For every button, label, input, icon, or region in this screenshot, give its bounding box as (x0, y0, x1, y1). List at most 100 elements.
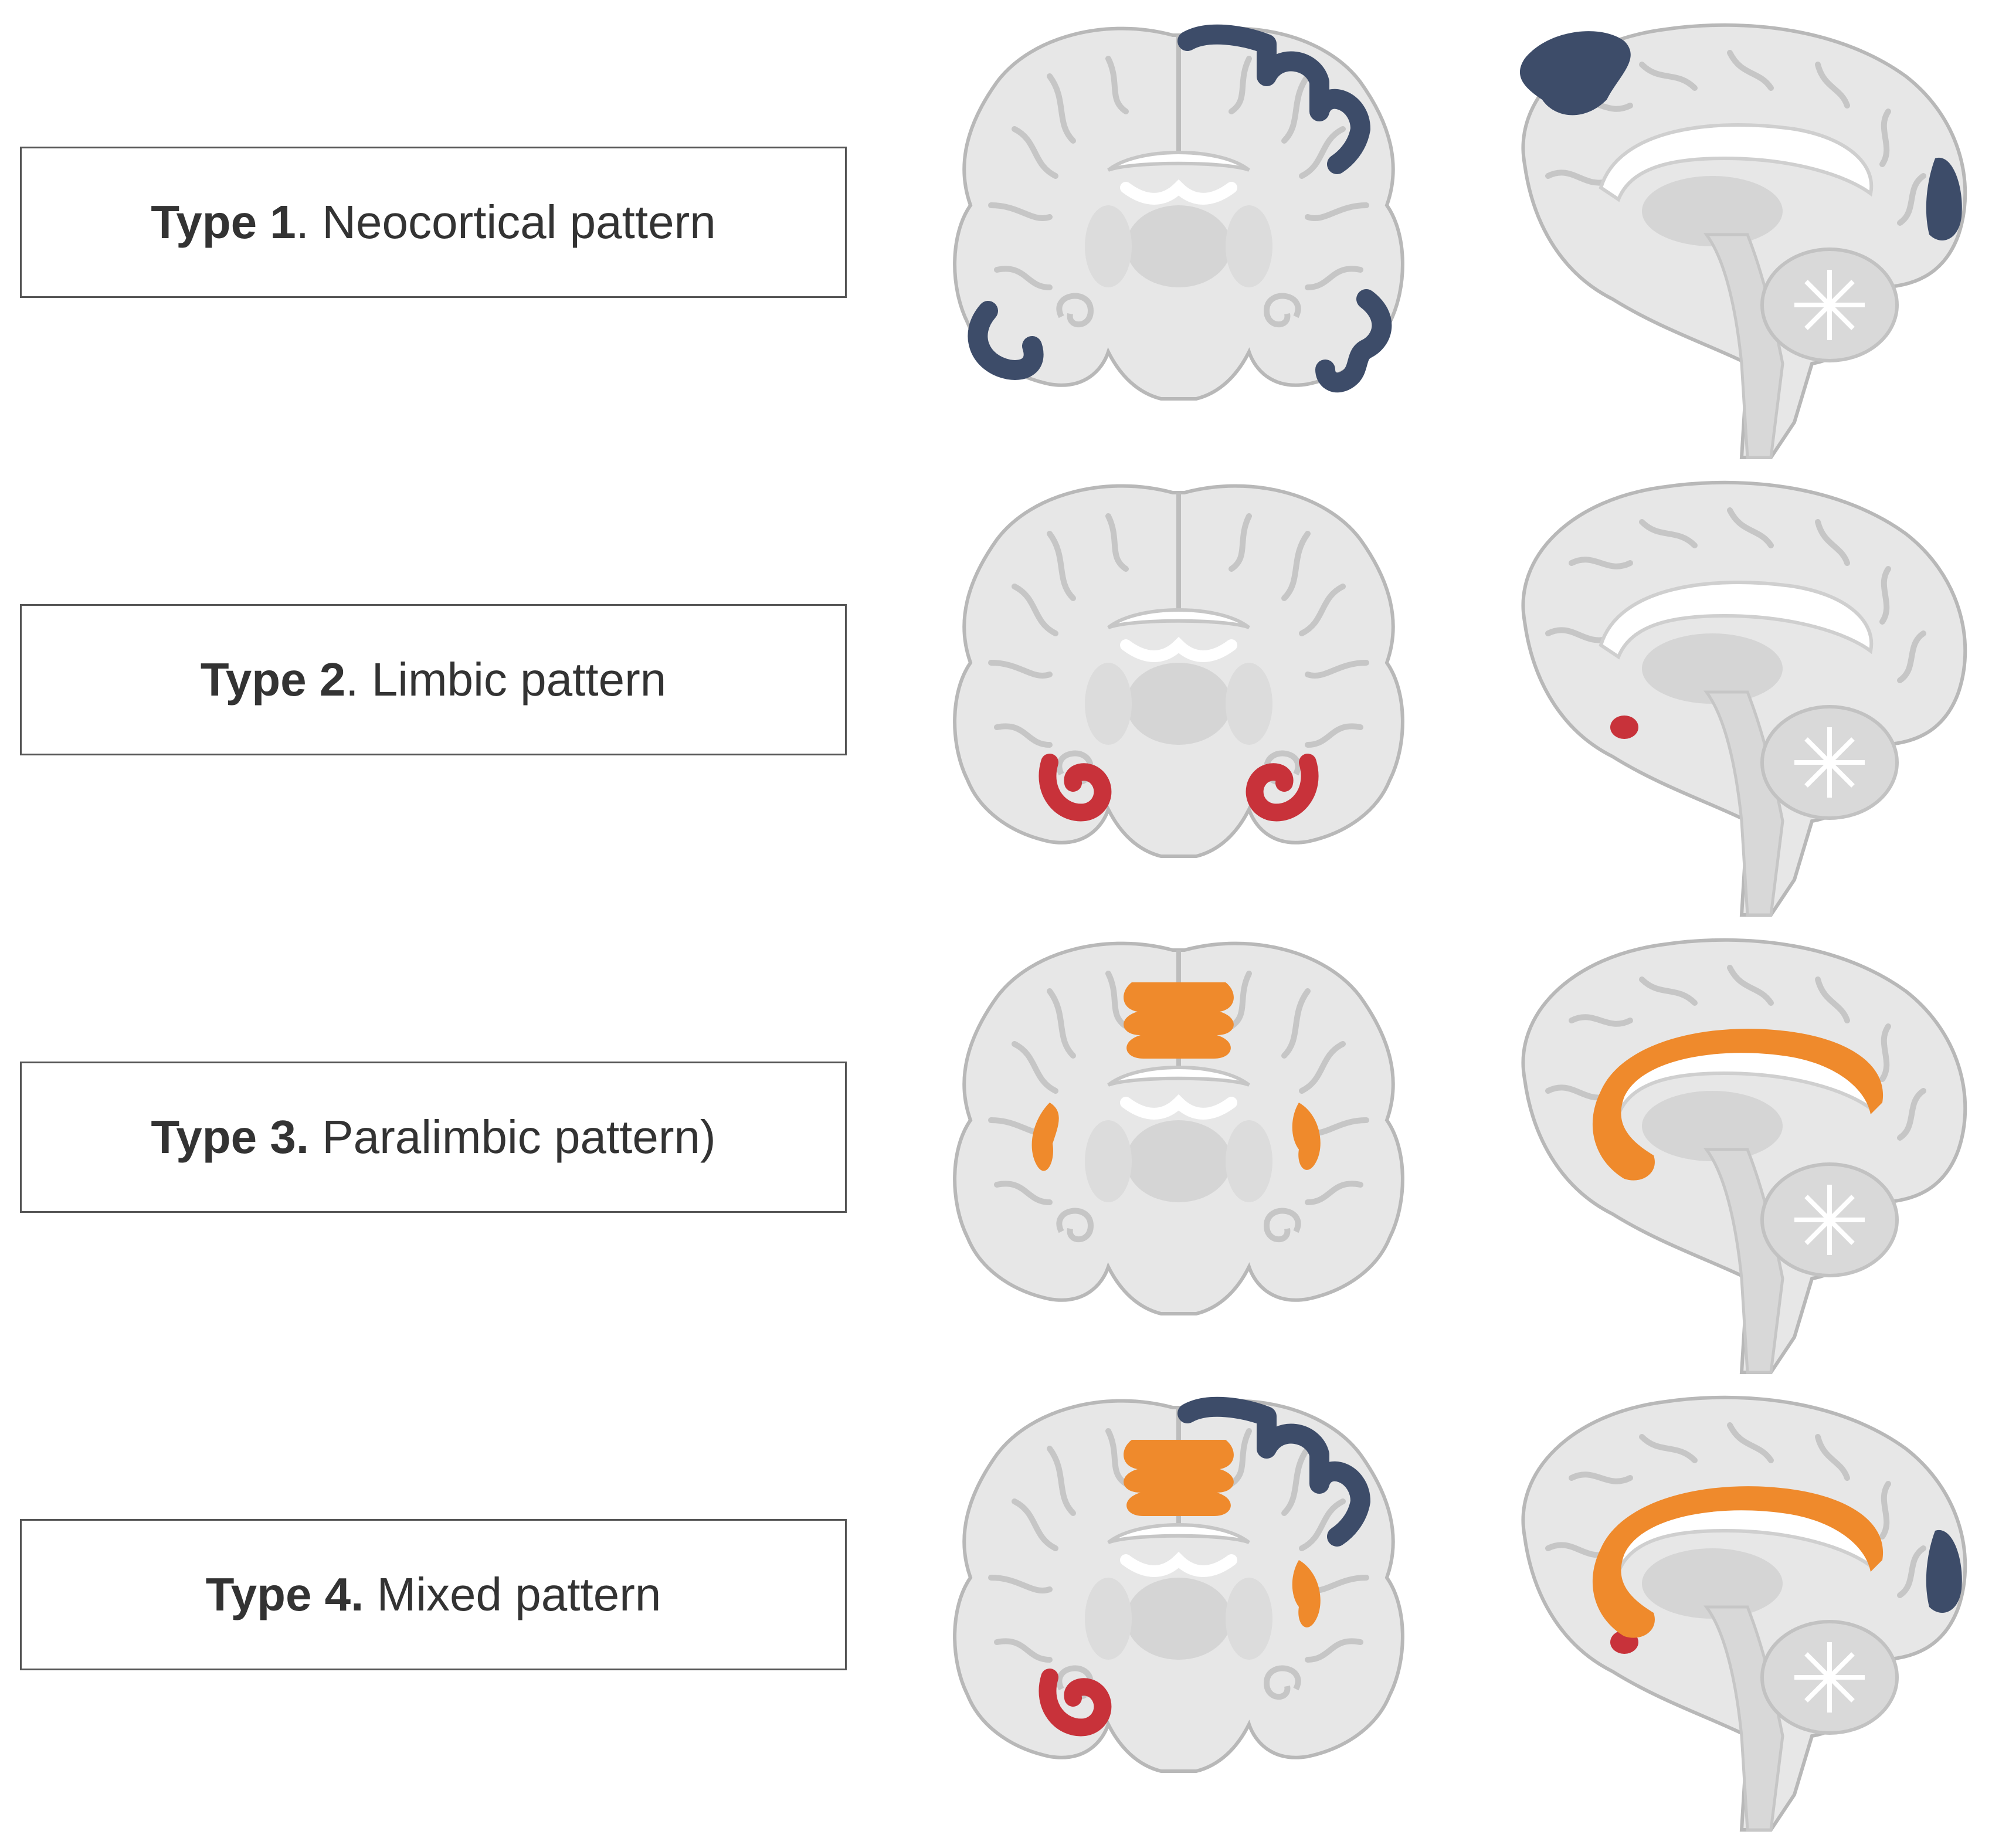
basal-ganglia-right (1226, 663, 1272, 745)
cerebellum-arbor (1794, 270, 1865, 340)
gyrus-fold (1012, 126, 1058, 179)
pattern-row-3: Type 3. Paralimbic pattern) (0, 915, 2009, 1374)
gyrus-fold (1229, 1428, 1252, 1487)
thalamus (1126, 663, 1231, 745)
type-separator: . (296, 196, 310, 248)
limbic-lesion-amygdala-hippocampus (1610, 716, 1638, 739)
gyrus-fold (1545, 627, 1610, 643)
paralimbic-lesion-right-insula (1292, 1103, 1321, 1170)
pattern-label: Type 1. Neocortical pattern (151, 195, 715, 249)
thalamus (1126, 1120, 1231, 1202)
gyrus-fold (1897, 1088, 1926, 1141)
paralimbic-lesion-left-insula (1031, 1103, 1059, 1171)
sagittal-brain-section (1466, 1384, 1994, 1842)
basal-ganglia-right (1226, 1578, 1272, 1660)
gyrus-fold (1569, 557, 1633, 569)
coronal-brain-section (915, 927, 1443, 1384)
gyrus-fold (1047, 73, 1076, 144)
hippocampus-right (1263, 293, 1301, 328)
gyrus-fold (1815, 519, 1850, 566)
neocortical-lesion-frontal (1519, 31, 1631, 116)
thalamus (1642, 1548, 1783, 1619)
gyrus-fold (1105, 1428, 1129, 1487)
basal-ganglia-right (1226, 1120, 1272, 1202)
gyrus-fold (988, 202, 1053, 221)
gyrus-fold (994, 723, 1053, 748)
pattern-row-2: Type 2. Limbic pattern (0, 457, 2009, 917)
gyrus-fold (1012, 584, 1058, 636)
thalamus (1126, 205, 1231, 287)
gyrus-fold (1305, 1638, 1363, 1663)
hippocampus-left (1056, 1208, 1094, 1243)
sagittal-brain-section (1466, 12, 1994, 469)
neocortical-lesion-superior (1177, 24, 1370, 174)
gyrus-fold (1012, 1041, 1058, 1094)
thalamus (1642, 633, 1783, 704)
thalamus (1642, 1091, 1783, 1161)
neocortical-lesion-right-temporal (1315, 289, 1392, 393)
gyrus-fold (1815, 1434, 1850, 1481)
gyrus-fold (1639, 519, 1698, 548)
gyrus-fold (1569, 1014, 1633, 1027)
corpus-callosum (1599, 123, 1874, 202)
neocortical-lesion-superior (1177, 1396, 1370, 1547)
gyrus-fold (1281, 73, 1311, 144)
corpus-callosum (1107, 1523, 1250, 1544)
type-separator: . (345, 653, 359, 706)
neocortical-lesion-occipital (1926, 1530, 1962, 1613)
gyrus-fold (1281, 1446, 1311, 1516)
gyrus-fold (1639, 1434, 1698, 1463)
limbic-lesion-left (1039, 754, 1112, 822)
gyrus-fold (1727, 965, 1774, 1006)
gyrus-fold (1299, 1498, 1346, 1551)
gyrus-fold (1879, 566, 1891, 625)
gyrus-fold (1012, 1498, 1058, 1551)
pattern-label-box: Type 3. Paralimbic pattern) (20, 1062, 847, 1213)
thalamus (1642, 176, 1783, 246)
gyrus-fold (1815, 976, 1850, 1023)
pattern-name: Neocortical pattern (309, 196, 716, 248)
gyrus-fold (1299, 1041, 1346, 1094)
gyrus-fold (1897, 630, 1926, 683)
gyrus-fold (1229, 971, 1252, 1029)
limbic-lesion-right (1246, 754, 1319, 822)
type-number: Type 1 (151, 196, 296, 248)
gyrus-fold (1569, 1471, 1633, 1484)
gyrus-fold (1047, 988, 1076, 1059)
pattern-label: Type 3. Paralimbic pattern) (151, 1110, 715, 1164)
pattern-label-box: Type 1. Neocortical pattern (20, 147, 847, 298)
pattern-name: Mixed pattern (364, 1568, 661, 1620)
coronal-brain-section (915, 1384, 1443, 1842)
pattern-label: Type 4. Mixed pattern (206, 1568, 661, 1622)
gyrus-fold (1305, 266, 1363, 290)
lateral-ventricles (1120, 1551, 1237, 1577)
basal-ganglia-right (1226, 205, 1272, 287)
corpus-callosum (1107, 608, 1250, 629)
gyrus-fold (1639, 62, 1698, 91)
gyrus-fold (1047, 531, 1076, 601)
gyrus-fold (1727, 507, 1774, 548)
gyrus-fold (1281, 531, 1311, 601)
pattern-label: Type 2. Limbic pattern (201, 653, 666, 707)
sagittal-brain-section (1466, 469, 1994, 927)
gyrus-fold (1879, 108, 1891, 167)
pattern-row-4: Type 4. Mixed pattern (0, 1372, 2009, 1832)
cerebellum-arbor (1794, 1642, 1865, 1713)
lateral-ventricles (1120, 636, 1237, 662)
gyrus-fold (1105, 56, 1129, 114)
gyrus-fold (1299, 126, 1346, 179)
hippocampus-right (1263, 1665, 1301, 1700)
sagittal-brain-section (1466, 927, 1994, 1384)
gyrus-fold (1305, 660, 1369, 679)
gyrus-fold (1229, 513, 1252, 572)
corpus-callosum (1107, 1066, 1250, 1087)
thalamus (1126, 1578, 1231, 1660)
paralimbic-lesion-cingulate (1592, 1486, 1884, 1638)
paralimbic-lesion-cingulate (1124, 1440, 1234, 1516)
paralimbic-lesion-cingulate (1592, 1029, 1884, 1181)
coronal-brain-section (915, 12, 1443, 469)
limbic-lesion-left (1039, 1669, 1112, 1737)
pattern-label-box: Type 4. Mixed pattern (20, 1519, 847, 1670)
lateral-ventricles (1120, 1094, 1237, 1120)
pattern-name: Limbic pattern (358, 653, 667, 706)
